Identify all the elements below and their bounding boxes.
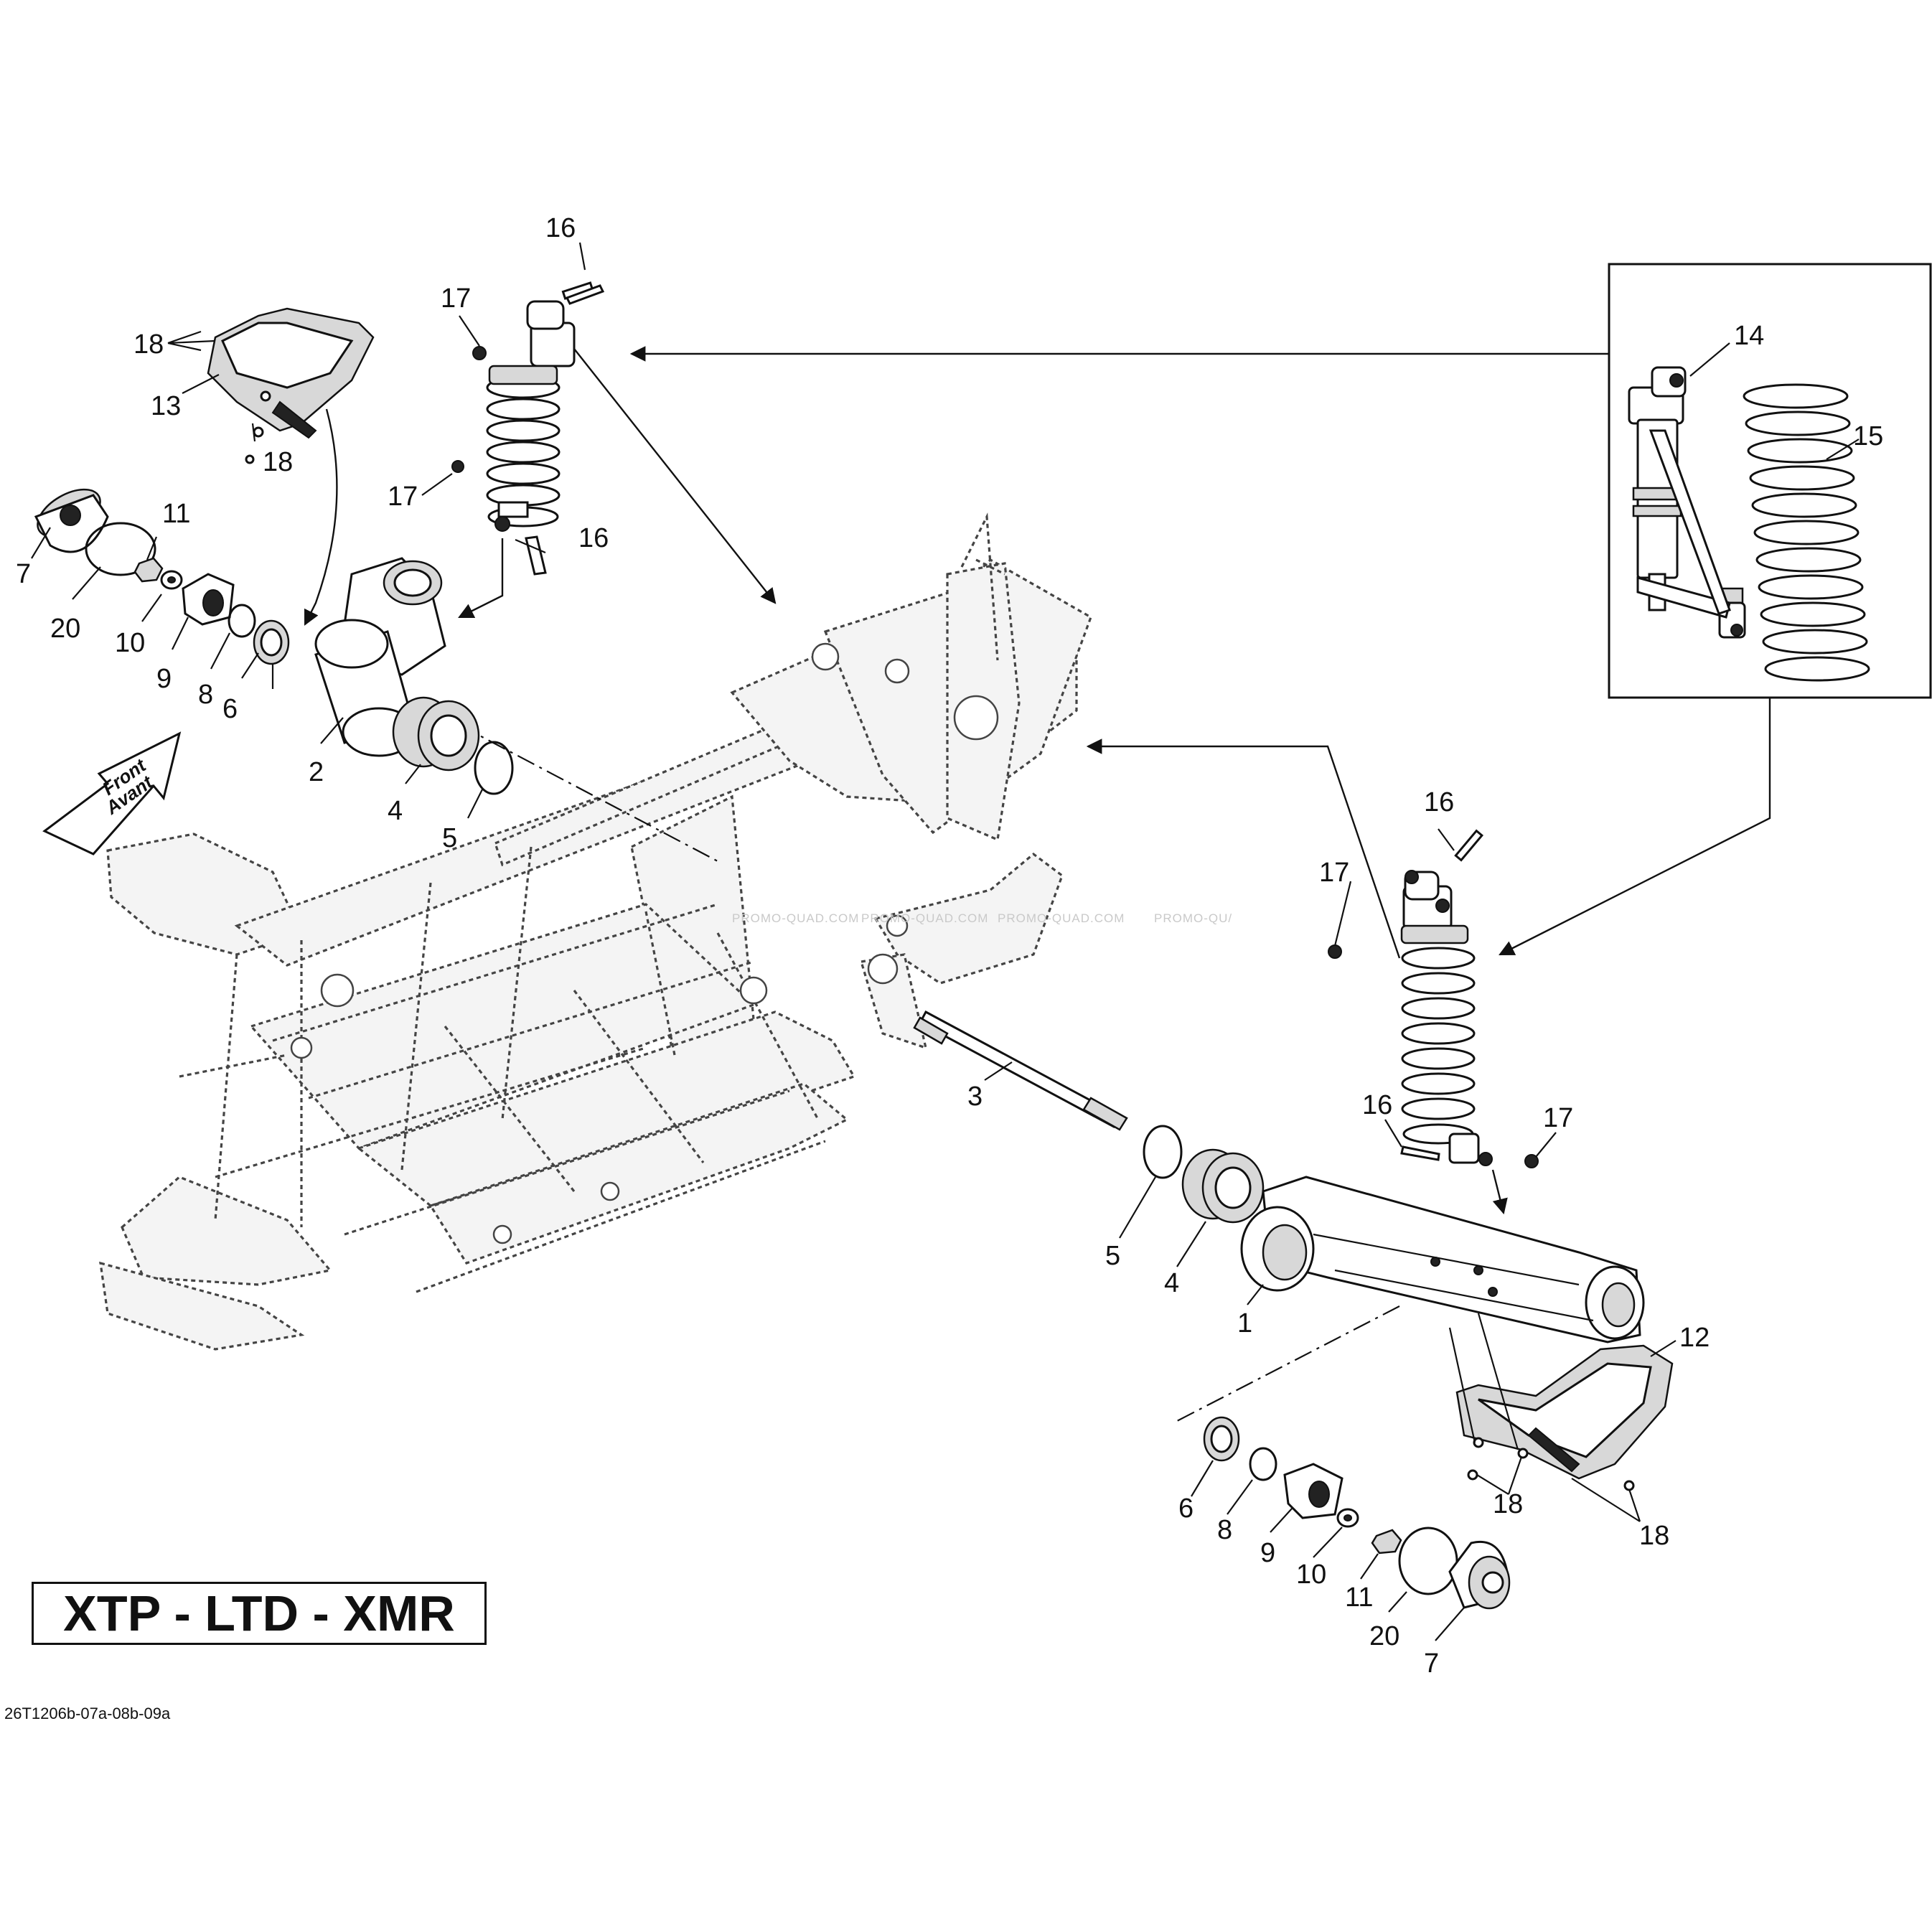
leader-lines [31, 242, 1677, 1641]
callout-9: 9 [1260, 1538, 1275, 1568]
left-hub-parts [34, 488, 290, 665]
assembly-line-left [459, 724, 718, 862]
callout-17: 17 [1543, 1103, 1573, 1133]
callout-1: 1 [1237, 1308, 1252, 1338]
callout-18: 18 [1639, 1521, 1669, 1551]
callout-20: 20 [50, 614, 80, 644]
callout-12: 12 [1679, 1323, 1710, 1353]
protector-12 [1448, 1313, 1674, 1491]
callout-17: 17 [1319, 858, 1349, 888]
watermarks: PROMO-QUAD.COM PROMO-QUAD.COM PROMO-QUAD… [732, 911, 1232, 925]
callout-5: 5 [442, 823, 457, 853]
callout-16: 16 [578, 523, 609, 553]
callout-14: 14 [1734, 321, 1764, 351]
callout-9: 9 [156, 664, 172, 694]
callout-18: 18 [133, 329, 164, 360]
callout-2: 2 [309, 757, 324, 787]
callout-10: 10 [1296, 1560, 1326, 1590]
protector-13 [207, 307, 375, 464]
swing-arm-1 [1240, 1176, 1645, 1344]
callout-7: 7 [1424, 1649, 1439, 1679]
callout-11: 11 [1345, 1582, 1373, 1613]
callout-11: 11 [162, 499, 190, 529]
callout-8: 8 [1217, 1515, 1232, 1545]
callout-5: 5 [1105, 1241, 1120, 1271]
callout-6: 6 [1178, 1493, 1194, 1524]
coil-spring-15 [1743, 383, 1870, 682]
callout-13: 13 [151, 391, 181, 421]
callout-16: 16 [1362, 1090, 1392, 1120]
callout-15: 15 [1853, 421, 1883, 451]
drawing-code: 26T1206b-07a-08b-09a [4, 1704, 171, 1722]
callout-20: 20 [1369, 1621, 1399, 1651]
callout-numbers: 16 17 18 13 18 17 16 11 7 20 10 9 8 6 2 … [16, 213, 1883, 1679]
callout-7: 7 [16, 559, 31, 589]
callout-16: 16 [545, 213, 576, 243]
inset-shock-assembly [1608, 263, 1932, 699]
callout-17: 17 [441, 283, 471, 314]
watermark: PROMO-QUAD.COM [861, 911, 988, 925]
callout-16: 16 [1424, 787, 1454, 817]
callout-10: 10 [115, 628, 145, 658]
right-hub-parts [1203, 1416, 1511, 1610]
right-shock-assembly [1328, 829, 1539, 1168]
callout-3: 3 [967, 1082, 983, 1112]
callout-4: 4 [388, 796, 403, 826]
model-label: XTP - LTD - XMR [32, 1582, 487, 1645]
watermark: PROMO-QUAD.COM [732, 911, 859, 925]
pivot-housing-2 [314, 557, 514, 795]
shock-body-14 [1628, 342, 1746, 639]
callout-6: 6 [222, 694, 238, 724]
callout-18: 18 [1493, 1489, 1523, 1519]
pivot-shaft-3 [913, 1010, 1265, 1224]
watermark: PROMO-QUAD.COM [998, 911, 1125, 925]
callout-17: 17 [388, 482, 418, 512]
assembly-line-right [1176, 1305, 1400, 1422]
callout-4: 4 [1164, 1268, 1179, 1298]
watermark: PROMO-QU/ [1154, 911, 1232, 925]
callout-8: 8 [198, 680, 213, 710]
front-direction-badge: Front Avant [42, 731, 182, 855]
callout-18: 18 [263, 447, 293, 477]
vehicle-frame [99, 512, 1092, 1351]
reference-arrows [304, 346, 1771, 1215]
